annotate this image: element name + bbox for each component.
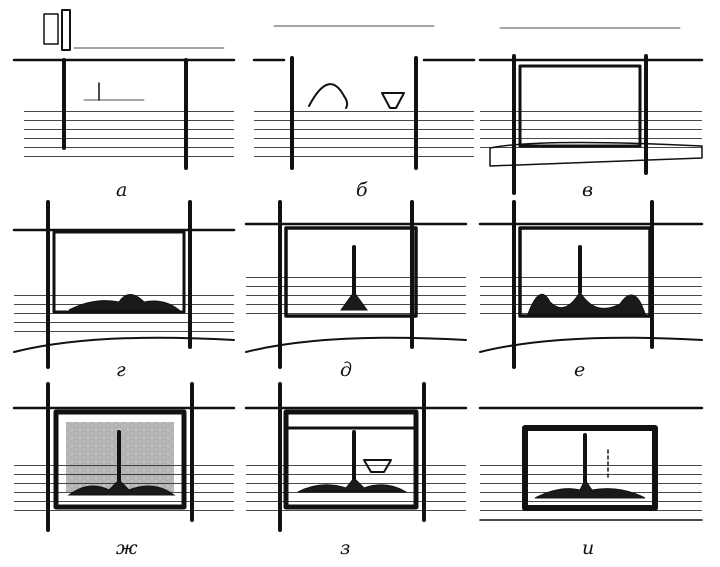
panel-label: б bbox=[356, 179, 368, 201]
panel-label: е bbox=[574, 359, 585, 381]
stage-a-drawing bbox=[12, 9, 236, 170]
panel-label: з bbox=[340, 537, 350, 559]
stage-e-drawing bbox=[478, 200, 704, 369]
panel-label: д bbox=[340, 359, 352, 381]
panel-v: в bbox=[478, 27, 704, 201]
panel-zh: ж bbox=[12, 382, 236, 559]
stage-z-drawing bbox=[244, 382, 468, 532]
panel-label: и bbox=[582, 537, 594, 559]
stage-b-drawing bbox=[252, 25, 476, 170]
panel-i: и bbox=[478, 406, 704, 559]
panel-d: д bbox=[244, 200, 468, 381]
panel-a: а bbox=[12, 9, 236, 201]
panel-b: б bbox=[252, 25, 476, 201]
stage-d-drawing bbox=[244, 200, 468, 369]
panel-label: ж bbox=[116, 537, 138, 559]
panel-label: г bbox=[116, 359, 126, 381]
stage-v-drawing bbox=[478, 27, 704, 195]
panel-label: а bbox=[116, 179, 127, 201]
panel-label: в bbox=[582, 179, 593, 201]
panel-z: з bbox=[244, 382, 468, 559]
stage-i-drawing bbox=[478, 406, 704, 521]
panel-e: е bbox=[478, 200, 704, 381]
stage-g-drawing bbox=[12, 200, 236, 369]
panel-g: г bbox=[12, 200, 236, 381]
stage-zh-drawing bbox=[12, 382, 236, 532]
